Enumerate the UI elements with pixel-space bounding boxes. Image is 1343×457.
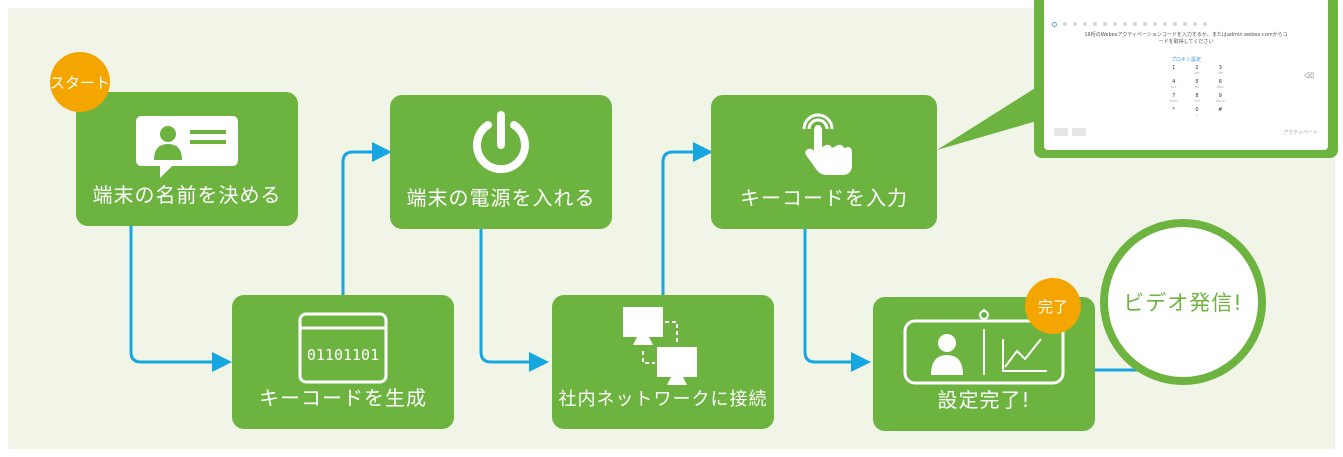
binary-code-text: 01101101 (306, 346, 380, 364)
arrowhead-1-2 (212, 352, 232, 372)
step-enter-keycode: キーコードを入力 (711, 95, 937, 229)
screen-keyboard-icon (1072, 128, 1086, 136)
step-connect-network: 社内ネットワークに接続 (552, 295, 774, 429)
arrowhead-3-4 (529, 352, 549, 372)
video-screen-icon (903, 309, 1065, 385)
activation-screen-thumbnail: 16桁のWebexアクティベーションコードを入力するか、またはadmin.web… (1034, 0, 1338, 158)
arrowhead-2-3 (372, 142, 392, 162)
step-label: キーコードを生成 (259, 386, 427, 410)
step-label: 社内ネットワークに接続 (558, 389, 768, 410)
final-video-call-circle: ビデオ発信! (1100, 219, 1266, 385)
touch-hand-icon (802, 113, 852, 175)
connector-4-5 (661, 150, 693, 297)
step-generate-keycode: 01101101 キーコードを生成 (232, 295, 454, 429)
connector-2-3 (341, 150, 372, 297)
keypad-key: 0+ (1195, 107, 1199, 118)
final-label: ビデオ発信! (1123, 291, 1243, 315)
network-monitors-icon (623, 307, 697, 385)
connector-5-6 (803, 225, 851, 364)
step-label: 端末の名前を決める (92, 183, 282, 207)
keypad-key: 1 (1172, 65, 1176, 71)
done-badge: 完了 (1025, 278, 1081, 334)
step-power-on: 端末の電源を入れる (390, 95, 612, 229)
id-card-speech-bubble-icon (136, 116, 238, 178)
activate-button: アクティベート (1283, 130, 1318, 136)
proxy-settings-link: プロキシ設定 (1170, 57, 1201, 63)
keypad-key: * (1172, 107, 1175, 113)
backspace-icon: ⌫ (1304, 72, 1314, 80)
activation-screen-display: 16桁のWebexアクティベーションコードを入力するか、またはadmin.web… (1044, 0, 1328, 150)
start-badge: スタート (50, 52, 110, 112)
keypad-key: # (1218, 107, 1223, 113)
screen-callout-tail (937, 85, 1040, 150)
screen-settings-icon (1054, 128, 1068, 136)
step-label: キーコードを入力 (740, 186, 908, 210)
power-icon (473, 111, 529, 174)
code-entry-dots (1052, 22, 1318, 27)
step-label: 端末の電源を入れる (406, 186, 596, 210)
connector-3-4 (479, 220, 529, 364)
arrowhead-5-6 (851, 352, 871, 372)
arrowhead-4-5 (693, 142, 713, 162)
activation-instruction: 16桁のWebexアクティベーションコードを入力するか、またはadmin.web… (1084, 32, 1288, 45)
connector-1-2 (129, 220, 212, 364)
step-name-device: 端末の名前を決める (76, 92, 298, 226)
code-window-icon (298, 312, 388, 384)
step-label: 設定完了! (937, 388, 1031, 412)
